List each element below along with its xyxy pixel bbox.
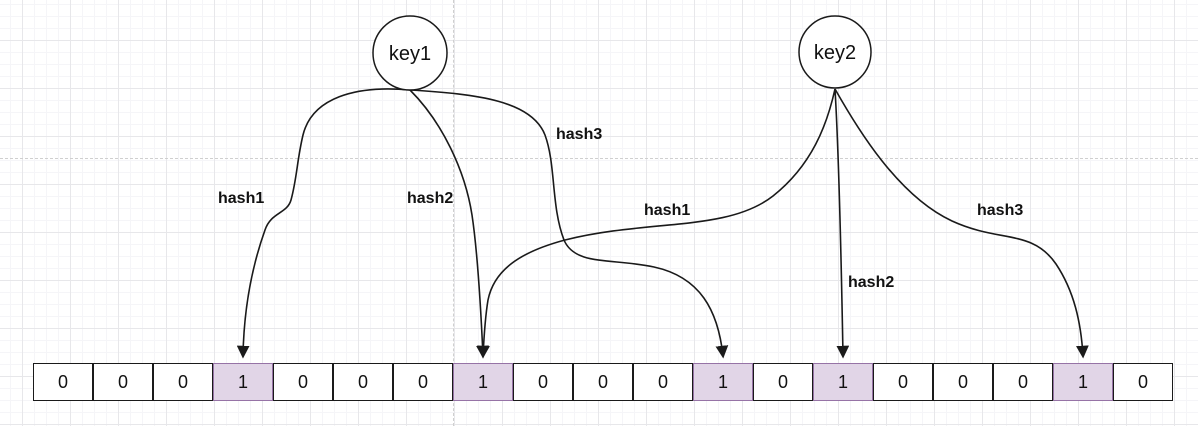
bit-cell-13: 1 [813,363,873,401]
bit-cell-9: 0 [573,363,633,401]
bit-cell-18: 0 [1113,363,1173,401]
page-divider-horizontal [0,158,1198,159]
hash-label-key1-hash3: hash3 [556,126,603,143]
arrow-key2-hash2 [834,88,850,359]
arrow-key1-hash2 [409,89,489,359]
arrow-key2-hash3 [834,88,1089,359]
bit-cell-12: 0 [753,363,813,401]
key-node-layer: key1 key2 [372,15,872,91]
arrow-key2-hash1 [477,88,836,359]
page-divider-vertical [453,0,454,426]
key-node-key2 [798,15,872,89]
key-node-label-key2: key2 [814,42,856,64]
hash-label-key1-hash2: hash2 [407,190,454,207]
bit-cell-16: 0 [993,363,1053,401]
bit-cell-14: 0 [873,363,933,401]
key-node-label-key1: key1 [389,43,431,65]
bit-cell-3: 1 [213,363,273,401]
bit-cell-2: 0 [153,363,213,401]
bit-cell-15: 0 [933,363,993,401]
hash-arrow-layer [236,88,1089,359]
bit-cell-1: 0 [93,363,153,401]
bit-cell-5: 0 [333,363,393,401]
hash-label-key2-hash1: hash1 [644,202,691,219]
bit-cell-11: 1 [693,363,753,401]
arrow-key1-hash1 [236,88,411,359]
hash-label-key1-hash1: hash1 [218,190,265,207]
bit-cell-7: 1 [453,363,513,401]
hash-label-key2-hash2: hash2 [848,274,895,291]
bit-cell-8: 0 [513,363,573,401]
key-node-key1 [372,15,448,91]
bit-cell-4: 0 [273,363,333,401]
bit-cell-0: 0 [33,363,93,401]
bit-cell-6: 0 [393,363,453,401]
hash-label-key2-hash3: hash3 [977,202,1024,219]
bit-cell-17: 1 [1053,363,1113,401]
bit-cell-10: 0 [633,363,693,401]
